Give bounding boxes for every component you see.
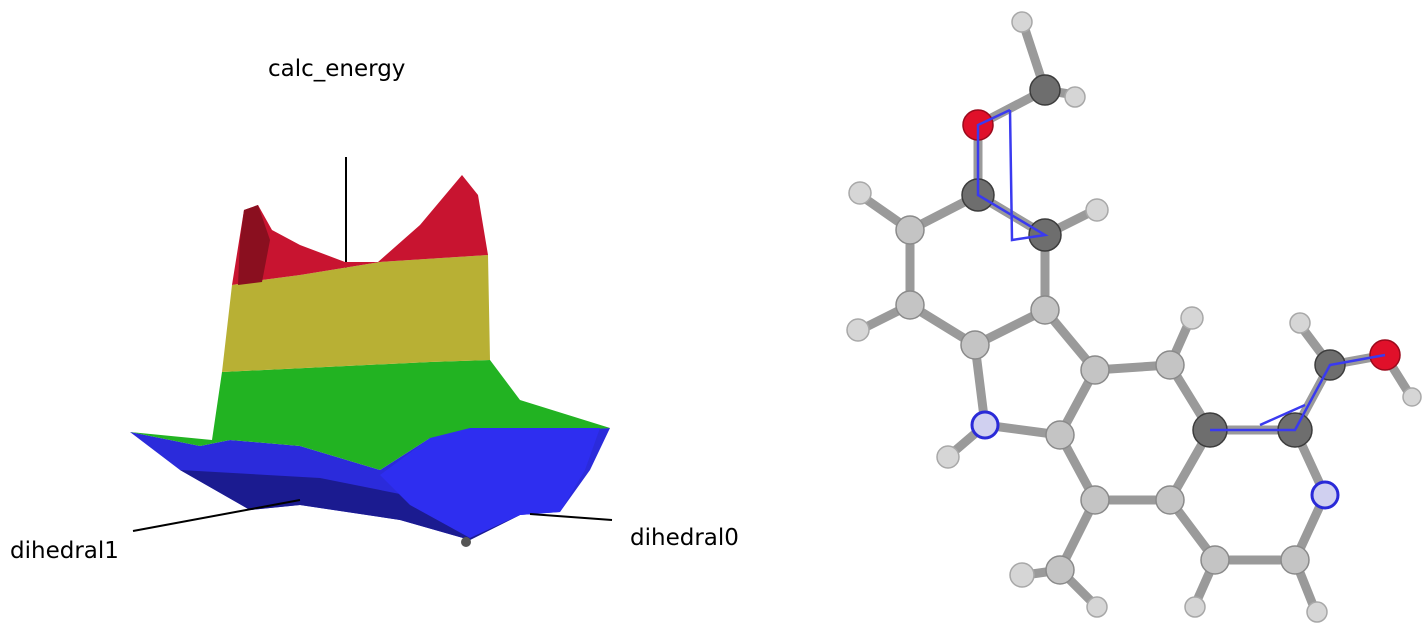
surface-band-blue (380, 428, 600, 538)
molecule-bonds (855, 15, 1415, 615)
surface-band-green (130, 360, 610, 470)
surface-band-yellow (222, 255, 490, 372)
y-axis-line (132, 499, 301, 532)
y-axis-label: dihedral1 (10, 538, 119, 564)
molecule-atoms (846, 11, 1422, 623)
z-axis-label: calc_energy (268, 56, 405, 82)
x-axis-label: dihedral0 (630, 525, 739, 551)
surface-band-red (232, 175, 488, 285)
x-axis-line (529, 513, 613, 521)
surface-floor-shadow (180, 470, 520, 540)
molecule-model (800, 0, 1422, 631)
torsion-highlight (976, 108, 1386, 432)
energy-surface-plot: calc_energy dihedral0 dihedral1 (10, 56, 739, 564)
surface-peak-dark (238, 205, 270, 285)
origin-marker (461, 537, 471, 547)
